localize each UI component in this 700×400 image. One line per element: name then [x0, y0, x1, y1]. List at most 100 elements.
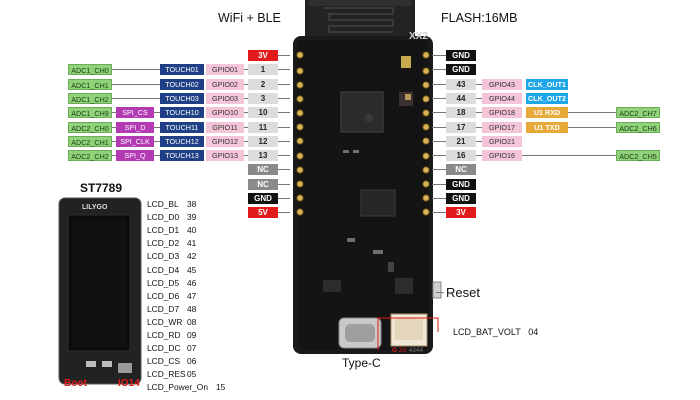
right-pin-number: 44 [446, 93, 476, 104]
board-label: XX2 [409, 31, 428, 42]
lcd-pin-number: 42 [187, 251, 197, 261]
lcd-pin-name: LCD_DC [147, 343, 181, 353]
left-pin-connector [278, 184, 290, 185]
right-gpio-label: GPIO18 [482, 107, 522, 118]
right-pin-number: GND [446, 64, 476, 75]
left-adc-label: ADC1_CH2 [68, 93, 112, 104]
right-pin-number: 16 [446, 150, 476, 161]
right-pin-connector [476, 127, 482, 128]
left-pin-connector [154, 112, 160, 113]
lcd-pin-number: 47 [187, 291, 197, 301]
battery-value: 04 [528, 327, 539, 337]
lcd-pin-name: LCD_D7 [147, 304, 180, 314]
left-spi-label: SPI_CLK [116, 136, 154, 147]
left-pin-connector [278, 84, 290, 85]
connector-43: 43 [408, 347, 416, 354]
right-pin-number: GND [446, 50, 476, 61]
left-pin-connector [154, 127, 160, 128]
left-pin-connector [154, 155, 160, 156]
lcd-pin-number: 05 [187, 369, 197, 379]
left-pin-number: NC [248, 164, 278, 175]
left-touch-label: TOUCH03 [160, 93, 204, 104]
right-function-label: CLK_OUT1 [526, 79, 568, 90]
lcd-pin-number: 39 [187, 212, 197, 222]
left-pin-connector [244, 155, 248, 156]
wifi-ble-title: WiFi + BLE [218, 11, 281, 25]
left-pin-connector [112, 141, 116, 142]
lcd-pin-name: LCD_D2 [147, 238, 180, 248]
right-pin-connector [476, 112, 482, 113]
left-gpio-label: GPIO11 [206, 122, 244, 133]
left-pin-connector [278, 169, 290, 170]
left-gpio-label: GPIO01 [206, 64, 244, 75]
left-pin-number: 1 [248, 64, 278, 75]
left-pin-number: 10 [248, 107, 278, 118]
right-pin-connector [568, 112, 616, 113]
right-pin-connector [476, 155, 482, 156]
left-adc-label: ADC2_CH2 [68, 150, 112, 161]
left-gpio-label: GPIO10 [206, 107, 244, 118]
left-pin-connector [112, 84, 160, 85]
right-pin-connector [522, 155, 616, 156]
left-touch-label: TOUCH02 [160, 79, 204, 90]
left-touch-label: TOUCH11 [160, 122, 204, 133]
lcd-pin-number: 40 [187, 225, 197, 235]
right-gpio-label: GPIO44 [482, 93, 522, 104]
right-pin-connector [432, 169, 446, 170]
left-pin-connector [244, 127, 248, 128]
battery-label: LCD_BAT_VOLT 04 [453, 327, 538, 337]
lcd-pin-name: LCD_D6 [147, 291, 180, 301]
lcd-pin-name: LCD_Power_On [147, 382, 208, 392]
left-pin-number: GND [248, 193, 278, 204]
connector-44: 44 [415, 347, 424, 354]
lcd-pin-name: LCD_D5 [147, 278, 180, 288]
lcd-pin-name: LCD_D3 [147, 251, 180, 261]
io14-label: IO14 [118, 378, 140, 389]
left-pin-connector [112, 127, 116, 128]
left-touch-label: TOUCH13 [160, 150, 204, 161]
right-pin-number: NC [446, 164, 476, 175]
lcd-pin-name: LCD_RD [147, 330, 181, 340]
lcd-pin-number: 46 [187, 278, 197, 288]
left-pin-number: 2 [248, 79, 278, 90]
lcd-pin-number: 41 [187, 238, 197, 248]
right-adc-label: ADC2_CH5 [616, 150, 660, 161]
right-gpio-label: GPIO16 [482, 150, 522, 161]
right-pin-connector [476, 141, 482, 142]
left-spi-label: SPI_Q [116, 150, 154, 161]
left-pin-number: NC [248, 179, 278, 190]
left-spi-label: SPI_CS [116, 107, 154, 118]
lcd-pin-number: 08 [187, 317, 197, 327]
left-pin-connector [244, 141, 248, 142]
left-pin-number: 3V [248, 50, 278, 61]
left-pin-connector [278, 98, 290, 99]
connector-labels: G 3V 4344 [392, 347, 423, 354]
left-gpio-label: GPIO12 [206, 136, 244, 147]
left-pin-connector [112, 155, 116, 156]
lcd-pin-number: 09 [187, 330, 197, 340]
right-pin-connector [432, 141, 446, 142]
left-pin-connector [278, 198, 290, 199]
left-pin-connector [244, 98, 248, 99]
right-gpio-label: GPIO21 [482, 136, 522, 147]
lcd-pin-number: 15 [216, 382, 226, 392]
lcd-pin-name: LCD_D0 [147, 212, 180, 222]
right-pin-connector [432, 155, 446, 156]
left-gpio-label: GPIO03 [206, 93, 244, 104]
lcd-pin-number: 06 [187, 356, 197, 366]
left-adc-label: ADC1_CH0 [68, 64, 112, 75]
left-gpio-label: GPIO13 [206, 150, 244, 161]
left-adc-label: ADC1_CH9 [68, 107, 112, 118]
left-pin-connector [244, 84, 248, 85]
lcd-pin-number: 07 [187, 343, 197, 353]
flash-title: FLASH:16MB [441, 11, 518, 25]
left-pin-connector [154, 141, 160, 142]
typec-label: Type-C [342, 356, 381, 370]
battery-leader-line [377, 317, 439, 350]
left-pin-number: 5V [248, 207, 278, 218]
lcd-pin-name: LCD_BL [147, 199, 179, 209]
left-pin-number: 11 [248, 122, 278, 133]
right-pin-number: 21 [446, 136, 476, 147]
right-pin-number: 3V [446, 207, 476, 218]
boot-label: Boot [64, 378, 87, 389]
